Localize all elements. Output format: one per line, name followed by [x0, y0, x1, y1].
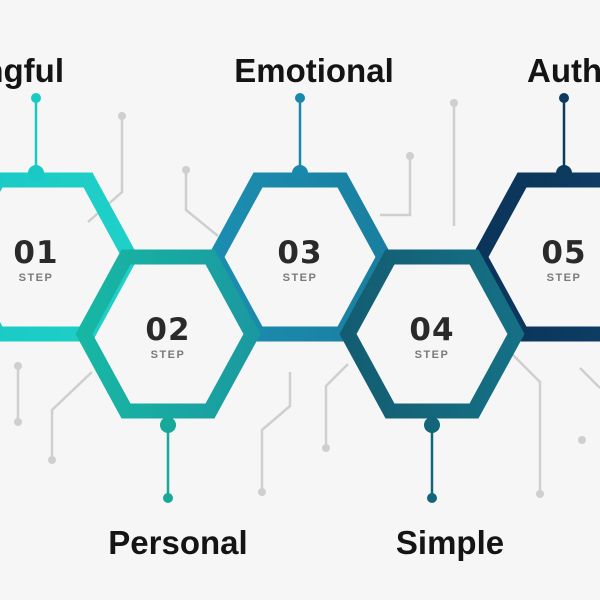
- step-sub-4: STEP: [415, 349, 450, 361]
- hexagons: [0, 172, 600, 419]
- step-number-1: 01: [13, 235, 58, 271]
- step-label-5: Authentic: [527, 52, 600, 89]
- step-number-2: 02: [145, 312, 190, 348]
- step-sub-2: STEP: [151, 349, 186, 361]
- step-number-4: 04: [409, 312, 454, 348]
- circuit-dots: [14, 99, 586, 498]
- step-sub-1: STEP: [19, 272, 54, 284]
- connectors: [28, 93, 572, 503]
- step-label-2: Personal: [108, 524, 247, 561]
- circuit-lines: [16, 105, 600, 492]
- hexagon-step-4: [339, 249, 525, 419]
- step-sub-5: STEP: [547, 272, 582, 284]
- step-number-3: 03: [277, 235, 322, 271]
- step-label-1: Meaningful: [0, 52, 64, 89]
- step-label-4: Simple: [396, 524, 504, 561]
- step-label-3: Emotional: [234, 52, 394, 89]
- step-sub-3: STEP: [283, 272, 318, 284]
- step-number-5: 05: [541, 235, 586, 271]
- hexagon-step-2: [75, 249, 261, 419]
